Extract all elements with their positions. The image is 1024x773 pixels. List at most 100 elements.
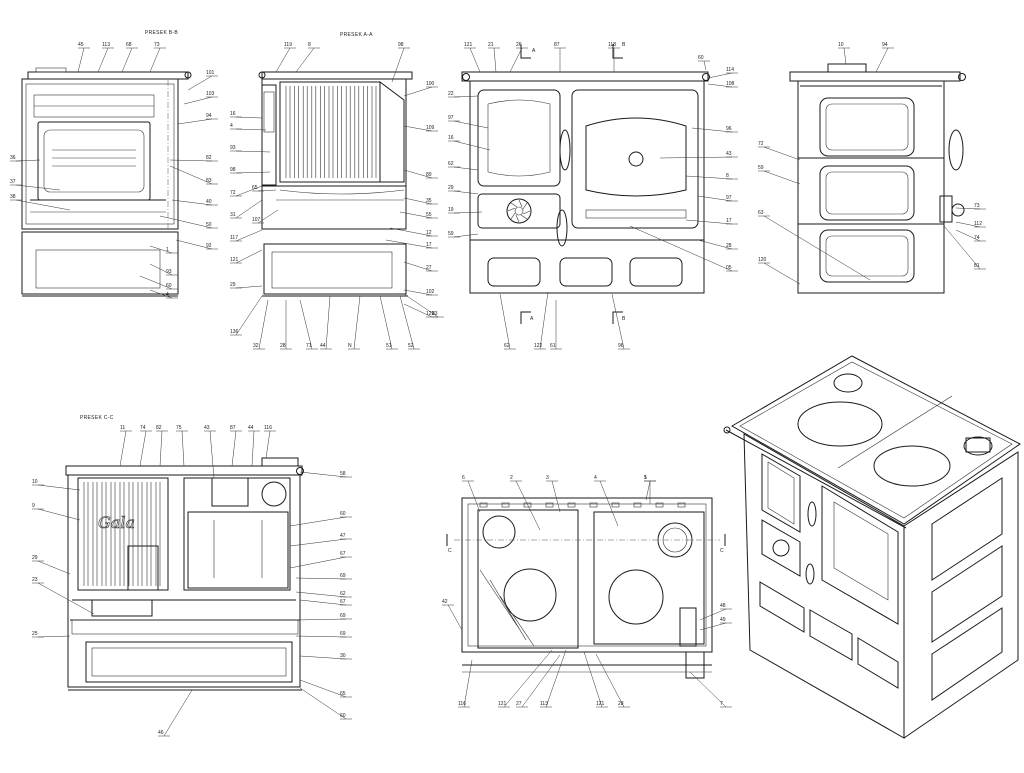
leader-line (689, 671, 727, 708)
part-number: 89 (426, 172, 432, 178)
part-number: 17 (426, 242, 432, 248)
part-number: 40 (206, 199, 212, 205)
part-number: 122 (534, 343, 543, 349)
aa-door (261, 84, 277, 186)
part-number: N (348, 343, 352, 349)
part-number: 97 (726, 195, 732, 201)
leader-line (545, 649, 567, 708)
part-number: 29 (32, 555, 38, 561)
leader-line (299, 599, 347, 606)
part-number: 28 (280, 343, 286, 349)
part-number: 16 (230, 111, 236, 117)
aa-fire-grate (279, 81, 381, 183)
fe-oven-window (585, 117, 687, 197)
leader-line (171, 199, 213, 206)
part-number: 22 (448, 91, 454, 97)
part-number: 93 (230, 145, 236, 151)
part-number: 59 (448, 231, 454, 237)
leader-line (235, 285, 263, 289)
cc-oven (183, 477, 291, 591)
leader-line (37, 508, 81, 521)
part-number: 60 (166, 283, 172, 289)
part-number: 63 (758, 210, 764, 216)
part-number: 61 (550, 343, 556, 349)
part-number: 49 (720, 617, 726, 623)
part-number: 116 (264, 425, 272, 431)
leader-line (463, 659, 473, 708)
leader-line (391, 47, 405, 83)
section-mark-c-left: C (446, 534, 452, 554)
part-number: 98 (230, 167, 236, 173)
leader-line (403, 293, 439, 318)
part-number: 28 (726, 243, 732, 249)
part-number: 47 (340, 533, 346, 539)
view-isometric (723, 355, 1021, 739)
rail-end (184, 71, 192, 79)
svg-text:A: A (530, 316, 534, 322)
part-number: 5 (644, 475, 647, 481)
part-number: 10 (32, 479, 38, 485)
se-panel-bottom (819, 229, 915, 283)
leader-line (149, 245, 173, 254)
part-number: 72 (758, 141, 764, 147)
part-number: 12 (426, 230, 432, 236)
part-number: 45 (78, 42, 84, 48)
part-number: 43 (204, 425, 210, 431)
leader-line (289, 516, 347, 527)
part-number: 16 (448, 135, 454, 141)
part-number: 30 (340, 653, 346, 659)
cc-cooktop (65, 465, 303, 476)
part-number: 31 (230, 212, 236, 218)
iso-side-panel-2 (931, 545, 1003, 643)
leader-line (629, 225, 733, 272)
fe-door-handle (559, 129, 571, 171)
leader-line (299, 679, 347, 698)
part-number: 05 (726, 265, 732, 271)
iso-firebox-door (761, 453, 801, 533)
tp-plate-left (503, 568, 557, 622)
part-number: 69 (340, 573, 346, 579)
part-number: 35 (426, 198, 432, 204)
part-number: 94 (206, 113, 212, 119)
leader-line (37, 484, 81, 491)
part-number: 97 (448, 115, 454, 121)
leader-line (875, 47, 889, 73)
leader-line (121, 47, 133, 73)
pinwheel-damper-icon[interactable] (506, 198, 532, 224)
leader-line (453, 140, 491, 151)
part-number: 107 (252, 217, 261, 223)
leader-line (403, 289, 433, 296)
part-number: 28 (618, 701, 624, 707)
part-number: 59 (758, 165, 764, 171)
section-caption-bb: PRESEK B-B (145, 30, 178, 36)
part-number: 6 (462, 475, 465, 481)
part-number: 32 (253, 343, 259, 349)
part-number: 10 (838, 42, 844, 48)
part-number: 52 (408, 343, 414, 349)
leader-line (447, 604, 463, 631)
part-number: 83 (432, 311, 438, 317)
part-number: 58 (340, 471, 346, 477)
part-number: 36 (10, 155, 16, 161)
tp-outline (461, 497, 713, 653)
fe-body (469, 80, 705, 294)
part-number: 29 (230, 282, 236, 288)
leader-line (763, 215, 871, 281)
leader-line (763, 262, 801, 285)
fe-panel-1 (487, 257, 541, 287)
tp-ring-left (482, 515, 516, 549)
aa-drawer (263, 243, 407, 295)
part-number: 113 (540, 701, 548, 707)
part-number: 21 (488, 42, 494, 48)
leader-line (763, 170, 801, 185)
body-outline (21, 78, 179, 230)
leader-line (353, 295, 361, 350)
part-number: 136 (230, 329, 239, 335)
leader-line (697, 195, 733, 202)
